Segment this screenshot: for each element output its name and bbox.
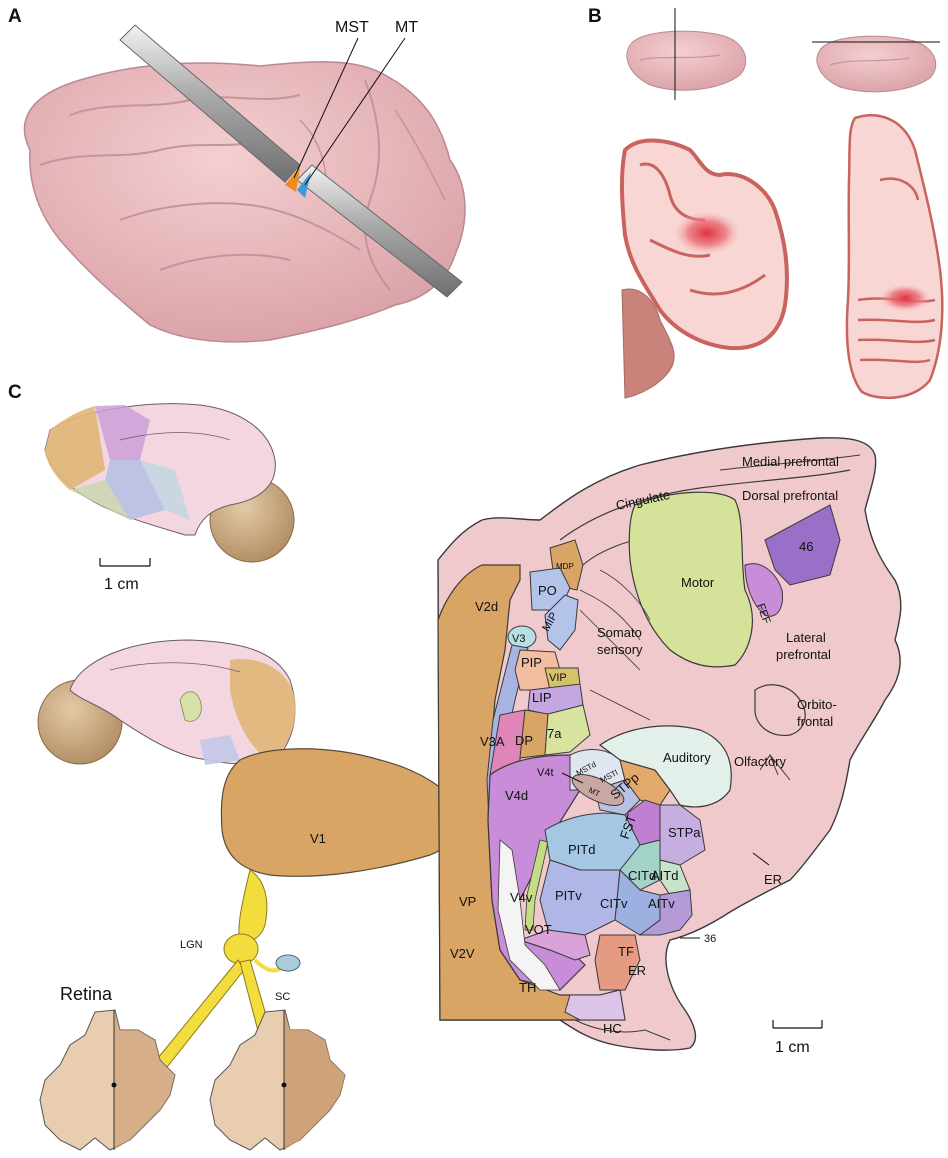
label-frontal: frontal: [797, 714, 833, 729]
medial-brain-view: [38, 640, 295, 765]
superior-colliculus: [276, 955, 300, 971]
coronal-section: [622, 141, 787, 398]
label-v2d: V2d: [475, 599, 498, 614]
label-mdp: MDP: [556, 562, 574, 571]
label-pitd: PITd: [568, 842, 595, 857]
activation-spot-horizontal: [879, 284, 931, 312]
label-aitv: AITv: [648, 896, 675, 911]
label-sc: SC: [275, 991, 290, 1003]
label-pip: PIP: [521, 655, 542, 670]
label-v3: V3: [512, 633, 525, 645]
label-v4t: V4t: [537, 767, 554, 779]
small-brain-left: [627, 8, 746, 100]
lateral-brain-view: [45, 404, 294, 562]
label-46: 46: [799, 539, 813, 554]
label-citv: CITv: [600, 896, 628, 911]
label-lip: LIP: [532, 690, 552, 705]
scale-label-top: 1 cm: [104, 576, 139, 593]
label-lgn: LGN: [180, 939, 203, 951]
label-auditory: Auditory: [663, 750, 711, 765]
label-somato: Somato: [597, 625, 642, 640]
label-7a: 7a: [547, 726, 562, 741]
label-medial-prefrontal: Medial prefrontal: [742, 454, 839, 469]
label-er-bottom: ER: [628, 963, 646, 978]
label-vot: VOT: [525, 922, 552, 937]
label-vp: VP: [459, 894, 476, 909]
activation-spot-coronal: [673, 211, 741, 255]
label-v1: V1: [310, 831, 326, 846]
label-v2v: V2V: [450, 946, 475, 961]
horizontal-section: [847, 115, 942, 398]
label-lateral: Lateral: [786, 630, 826, 645]
label-v4v: V4v: [510, 890, 533, 905]
retina-right: [210, 1010, 345, 1150]
cortical-flatmap: [438, 438, 901, 1050]
panel-label-b: B: [588, 6, 602, 27]
label-vip: VIP: [549, 672, 567, 684]
label-v4d: V4d: [505, 788, 528, 803]
retina-left: [40, 1010, 175, 1150]
label-motor: Motor: [681, 575, 715, 590]
panel-a-brain: [24, 62, 465, 342]
label-dorsal-prefrontal: Dorsal prefrontal: [742, 488, 838, 503]
label-prefrontal: prefrontal: [776, 647, 831, 662]
v1-flat: [221, 749, 461, 877]
small-brain-right: [812, 36, 940, 92]
label-aitd: AITd: [651, 868, 678, 883]
label-tf: TF: [618, 944, 634, 959]
panel-label-c: C: [8, 382, 22, 403]
label-retina: Retina: [60, 984, 113, 1004]
label-v3a: V3A: [480, 734, 505, 749]
label-olfactory: Olfactory: [734, 754, 787, 769]
label-er-top: ER: [764, 872, 782, 887]
label-dp: DP: [515, 733, 533, 748]
panel-label-a: A: [8, 6, 22, 27]
label-pitv: PITv: [555, 888, 582, 903]
label-stpa: STPa: [668, 825, 701, 840]
label-po: PO: [538, 583, 557, 598]
label-th: TH: [519, 980, 536, 995]
label-orbito: Orbito-: [797, 697, 837, 712]
label-mt: MT: [395, 19, 418, 36]
label-mst: MST: [335, 19, 369, 36]
label-sensory: sensory: [597, 642, 643, 657]
scale-label-flatmap: 1 cm: [775, 1039, 810, 1056]
label-36: 36: [704, 933, 716, 945]
label-hc: HC: [603, 1021, 622, 1036]
